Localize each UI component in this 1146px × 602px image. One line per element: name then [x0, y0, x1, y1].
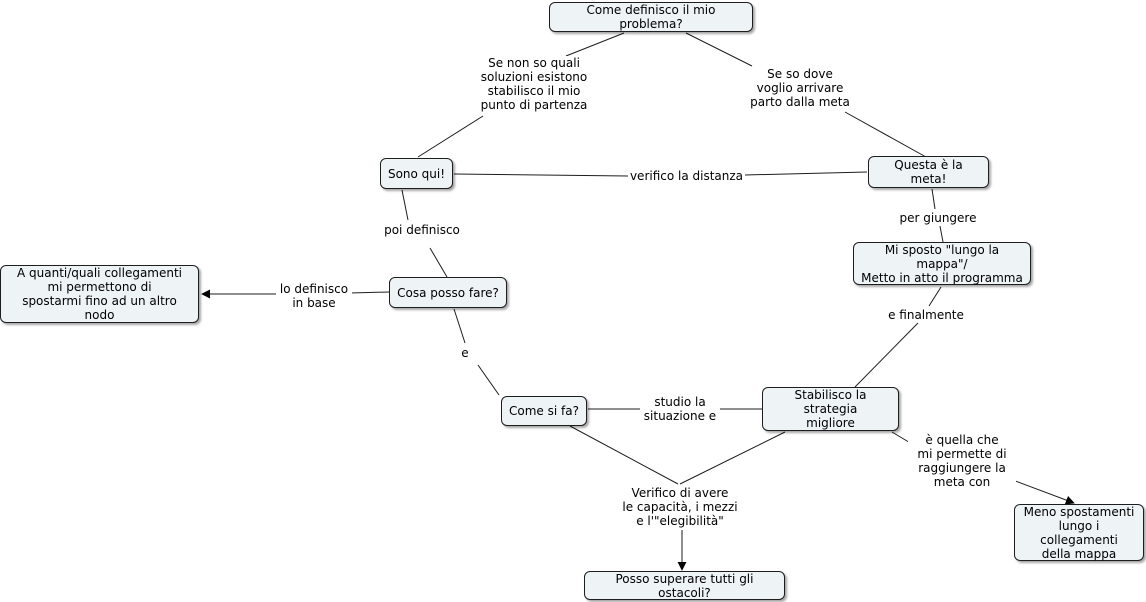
- connector-what-to-label-and: [453, 308, 466, 344]
- link-label-known-goal: Se so dove voglio arrivare parto dalla m…: [742, 67, 858, 109]
- node-links-info[interactable]: A quanti/quali collegamenti mi permetton…: [0, 265, 199, 323]
- connector-label-allows-to-fewer: [1009, 478, 1075, 505]
- connector-label-and-to-how: [477, 364, 500, 396]
- connector-problem-to-label-unknown: [565, 32, 625, 57]
- node-strategy[interactable]: Stabilisco la strategia migliore: [762, 387, 899, 431]
- connector-label-distance-to-goal: [744, 171, 868, 176]
- connector-label-known-to-goal: [844, 111, 927, 158]
- connector-label-define-to-what: [429, 247, 448, 278]
- link-label-then-define: poi definisco: [380, 223, 464, 237]
- node-obstacles[interactable]: Posso superare tutti gli ostacoli?: [584, 571, 785, 600]
- connector-start-to-label-distance: [453, 173, 629, 177]
- link-label-unknown-solutions: Se non so quali soluzioni esistono stabi…: [476, 56, 592, 112]
- connector-strategy-to-label-verify: [679, 431, 786, 485]
- connector-how-to-label-verify: [569, 425, 679, 485]
- connector-move-to-label-finally: [928, 286, 942, 307]
- node-start[interactable]: Sono qui!: [380, 158, 453, 189]
- connector-start-to-label-define: [401, 189, 409, 221]
- link-label-allows: è quella che mi permette di raggiungere …: [908, 433, 1016, 489]
- link-label-finally: e finalmente: [884, 308, 968, 322]
- connector-problem-to-label-known: [685, 32, 753, 67]
- node-what[interactable]: Cosa posso fare?: [389, 277, 507, 308]
- connector-label-finally-to-strategy: [854, 322, 919, 388]
- link-label-verify: Verifico di avere le capacità, i mezzi e…: [610, 486, 750, 528]
- link-label-to-reach: per giungere: [895, 211, 981, 225]
- link-label-study: studio la situazione e: [640, 395, 720, 423]
- node-goal[interactable]: Questa è la meta!: [868, 156, 989, 188]
- node-fewer[interactable]: Meno spostamenti lungo i collegamenti de…: [1014, 504, 1144, 561]
- link-label-check-distance: verifico la distanza: [628, 169, 745, 183]
- node-move[interactable]: Mi sposto "lungo la mappa"/ Metto in att…: [853, 242, 1031, 285]
- node-how[interactable]: Come si fa?: [501, 396, 587, 426]
- link-label-define-based: lo definisco in base: [276, 282, 352, 310]
- node-problem[interactable]: Come definisco il mio problema?: [549, 2, 753, 32]
- connector-goal-to-label-reach: [931, 188, 936, 210]
- connector-label-unknown-to-start: [417, 115, 484, 158]
- connector-what-to-label-based: [349, 291, 390, 294]
- link-label-and: e: [457, 346, 473, 360]
- connector-label-reach-to-move: [939, 225, 944, 243]
